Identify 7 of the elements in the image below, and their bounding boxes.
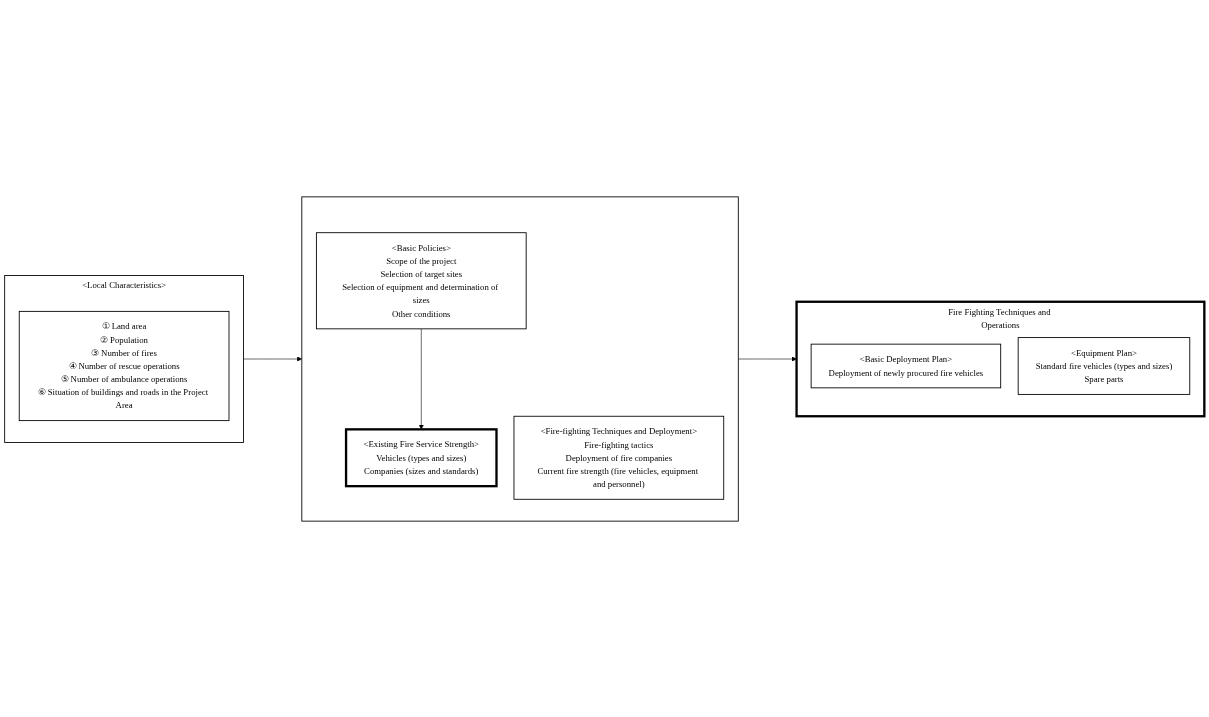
cluster bbox=[301, 195, 739, 522]
node-box: <Basic Deployment Plan> Deployment of newly procured fire vehicles bbox=[810, 343, 1002, 388]
node-box: <Basic Policies> Scope of the project Selection of target sites Selection of equipment and determination of sizes Other conditions bbox=[315, 231, 527, 329]
node-box: <Fire-fighting Techniques and Deployment> Fire-fighting tactics Deployment of fire companies Current fire strength (fire vehicles, equipment and personnel) bbox=[513, 415, 725, 500]
node-box: ① Land area ② Population ③ Number of fires ④ Number of rescue operations ⑤ Number of ambulance operations ⑥ Situation of buildings and roads in the Project Area bbox=[18, 310, 230, 421]
node-box: <Equipment Plan> Standard fire vehicles (types and sizes) Spare parts bbox=[1017, 336, 1191, 395]
node-box: <Existing Fire Service Strength> Vehicles (types and sizes) Companies (sizes and standards) bbox=[344, 427, 498, 487]
